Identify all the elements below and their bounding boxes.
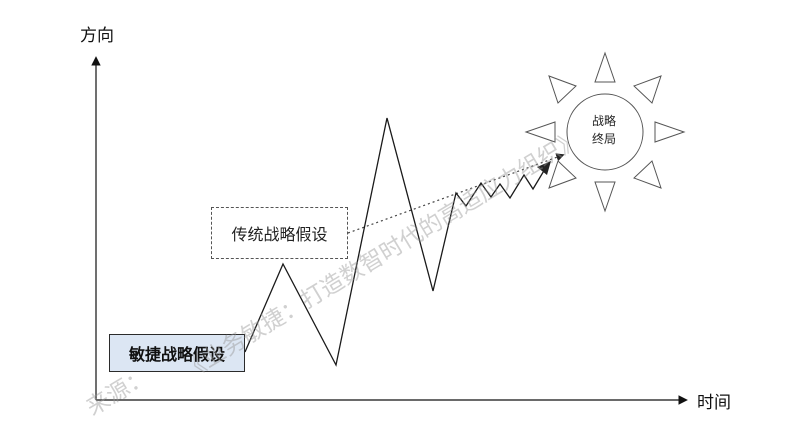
sun-label: 战略 终局 xyxy=(580,112,628,148)
sun-rays xyxy=(524,51,686,213)
sun-circle xyxy=(566,93,644,171)
agile-strategy-label: 敏捷战略假设 xyxy=(128,345,225,364)
traditional-trajectory-arrow xyxy=(347,153,565,234)
agile-zigzag-path xyxy=(244,117,546,367)
traditional-strategy-box: 传统战略假设 xyxy=(211,207,348,259)
sun-label-line2: 终局 xyxy=(591,132,616,146)
y-axis-label: 方向 xyxy=(80,26,114,46)
strategic-endgame-sun xyxy=(524,51,686,213)
agile-path-arrowhead xyxy=(537,161,551,175)
sun-label-line1: 战略 xyxy=(591,114,616,128)
x-axis-label: 时间 xyxy=(697,393,731,413)
agile-strategy-box: 敏捷战略假设 xyxy=(109,334,245,372)
traditional-strategy-label: 传统战略假设 xyxy=(231,225,328,244)
